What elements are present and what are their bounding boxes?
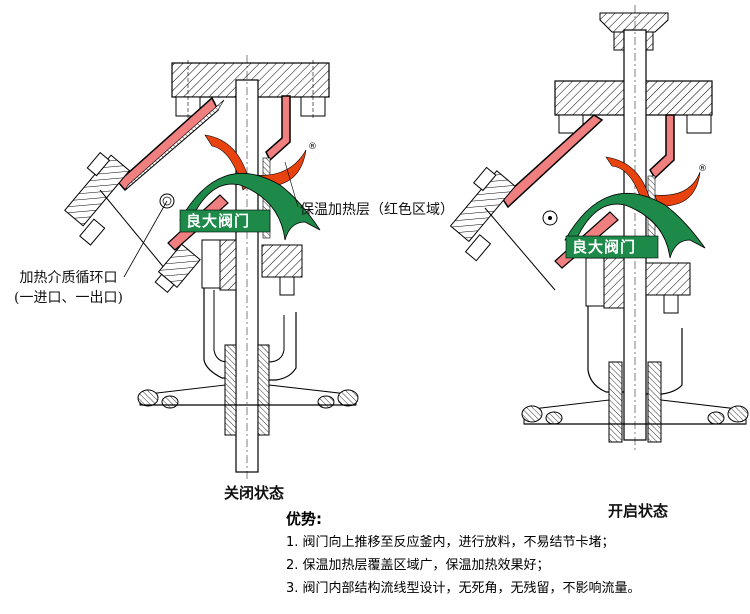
heating-port-sublabel: (一进口、一出口)	[14, 290, 123, 306]
advantage-item: 1. 阀门向上推移至反应釜内，进行放料，不易结节卡堵；	[286, 535, 615, 550]
registered-mark-open: ®	[698, 164, 707, 174]
registered-mark-closed: ®	[308, 142, 317, 152]
logo-text-closed: 良大阀门	[186, 212, 251, 230]
logo-open	[564, 156, 706, 259]
heating-port-callout: 加热介质循环口 (一进口、一出口)	[14, 268, 123, 308]
advantage-item: 2. 保温加热层覆盖区域广，保温加热效果好；	[286, 558, 550, 573]
valve-closed	[64, 55, 359, 482]
logo-closed	[179, 134, 321, 241]
valve-open	[449, 5, 749, 450]
heating-layer-callout: 保温加热层（红色区域）	[300, 202, 454, 218]
advantages-section: 优势: 1. 阀门向上推移至反应釜内，进行放料，不易结节卡堵； 2. 保温加热层…	[286, 508, 641, 600]
advantages-title: 优势:	[286, 510, 322, 528]
heating-port-label: 加热介质循环口	[19, 270, 118, 286]
closed-state-label: 关闭状态	[224, 484, 285, 502]
advantage-item: 3. 阀门内部结构流线型设计，无死角，无残留，不影响流量。	[286, 581, 641, 596]
logo-text-open: 良大阀门	[572, 238, 637, 256]
open-state-label: 开启状态	[608, 502, 669, 520]
